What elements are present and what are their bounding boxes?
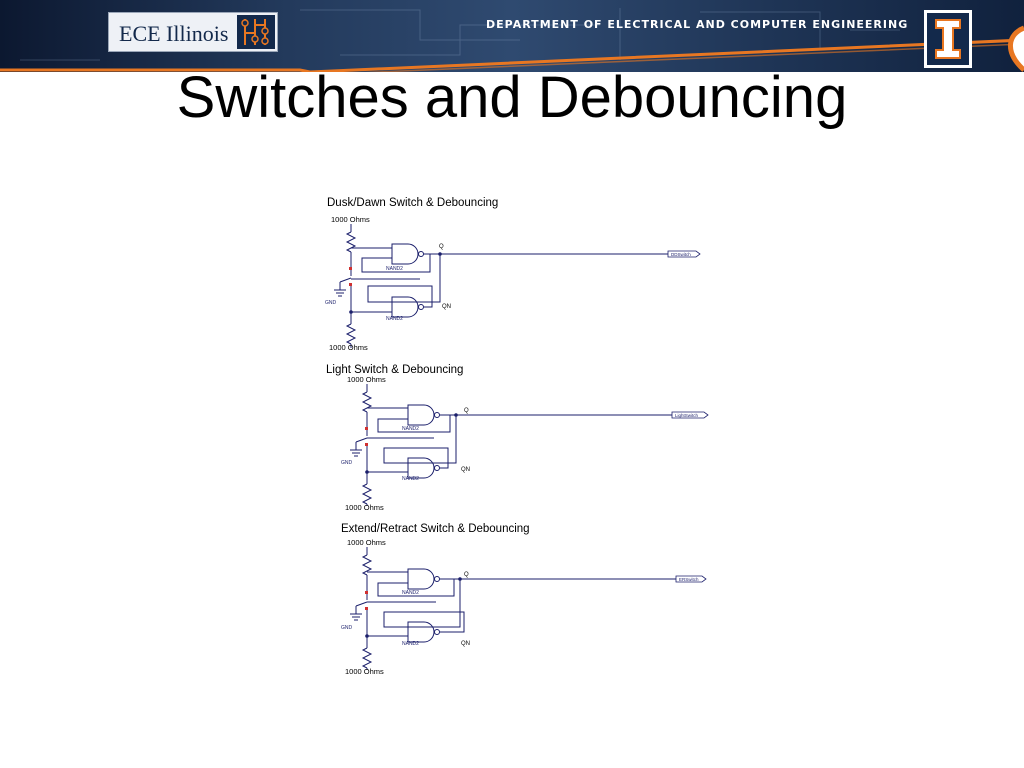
- bottom-resistor-label: 1000 Ohms: [329, 343, 368, 352]
- top-resistor-label: 1000 Ohms: [331, 215, 370, 224]
- debounce-schematic: Dusk/Dawn Switch & Debouncing 1000 Ohms …: [325, 197, 709, 676]
- nand-gate-bottom: [407, 621, 440, 643]
- q-label: Q: [439, 244, 444, 250]
- bottom-resistor-label: 1000 Ohms: [345, 667, 384, 676]
- slide-title: Switches and Debouncing: [176, 65, 848, 130]
- ground-symbol: [334, 282, 346, 297]
- nand-gate-top: [407, 404, 440, 426]
- ground-symbol: [350, 606, 362, 621]
- output-port-label: LightSwitch: [675, 413, 699, 418]
- logo-text: ECE Illinois: [119, 21, 229, 46]
- gate-label-bottom: NAND2: [386, 316, 403, 322]
- ece-illinois-logo: ECE Illinois: [108, 12, 278, 52]
- nand-gate-bottom: [407, 457, 440, 479]
- ground-label: GND: [341, 460, 353, 466]
- top-resistor: [346, 224, 356, 276]
- switch-contacts: [355, 427, 434, 446]
- q-label: Q: [464, 572, 469, 578]
- gate-label-bottom: NAND2: [402, 476, 419, 482]
- top-resistor: [362, 547, 372, 600]
- block-i-logo-icon: [924, 10, 972, 68]
- gate-label-top: NAND2: [386, 266, 403, 272]
- orange-swoosh: [1008, 25, 1024, 72]
- orange-accent-rule: [0, 38, 1024, 72]
- circuit-heading: Dusk/Dawn Switch & Debouncing: [327, 197, 498, 209]
- circuit-heading: Extend/Retract Switch & Debouncing: [341, 523, 530, 535]
- switch-contacts: [339, 267, 420, 286]
- ground-label: GND: [325, 300, 337, 306]
- nand-gate-bottom: [391, 296, 424, 318]
- bottom-resistor: [362, 638, 372, 670]
- qn-label: QN: [461, 641, 470, 647]
- ground-symbol: [350, 442, 362, 457]
- header-banner: ECE Illinois DEPARTMENT OF ELECTRICAL AN…: [0, 0, 1024, 72]
- ground-label: GND: [341, 625, 353, 631]
- output-port: DDSwitch: [667, 250, 701, 258]
- qn-label: QN: [461, 467, 470, 473]
- debounce-circuit-dusk-dawn: Dusk/Dawn Switch & Debouncing 1000 Ohms …: [325, 197, 701, 352]
- cross-coupled-feedback: [365, 577, 465, 638]
- gate-label-top: NAND2: [402, 590, 419, 596]
- department-name: DEPARTMENT OF ELECTRICAL AND COMPUTER EN…: [486, 18, 909, 31]
- top-resistor-label: 1000 Ohms: [347, 538, 386, 547]
- nand-gate-top: [407, 568, 440, 590]
- bottom-resistor: [362, 474, 372, 506]
- top-resistor-label: 1000 Ohms: [347, 375, 386, 384]
- debounce-circuit-extend-retract: Extend/Retract Switch & Debouncing 1000 …: [341, 523, 707, 676]
- bottom-resistor-label: 1000 Ohms: [345, 503, 384, 512]
- output-port-label: ERSwitch: [679, 577, 699, 582]
- circuit-heading: Light Switch & Debouncing: [326, 364, 463, 376]
- qn-label: QN: [442, 304, 451, 310]
- circuit-board-background: [20, 8, 900, 61]
- top-resistor: [362, 384, 372, 436]
- circuit-logo-icon: [237, 15, 275, 49]
- cross-coupled-feedback: [365, 413, 458, 474]
- output-port: LightSwitch: [671, 411, 709, 419]
- q-label: Q: [464, 408, 469, 414]
- gate-label-top: NAND2: [402, 426, 419, 432]
- gate-label-bottom: NAND2: [402, 641, 419, 647]
- bottom-resistor: [346, 314, 356, 348]
- output-port-label: DDSwitch: [671, 252, 691, 257]
- switch-contacts: [355, 591, 436, 610]
- nand-gate-top: [391, 243, 424, 265]
- output-port: ERSwitch: [675, 575, 707, 583]
- debounce-circuit-light: Light Switch & Debouncing 1000 Ohms NAND…: [326, 364, 709, 512]
